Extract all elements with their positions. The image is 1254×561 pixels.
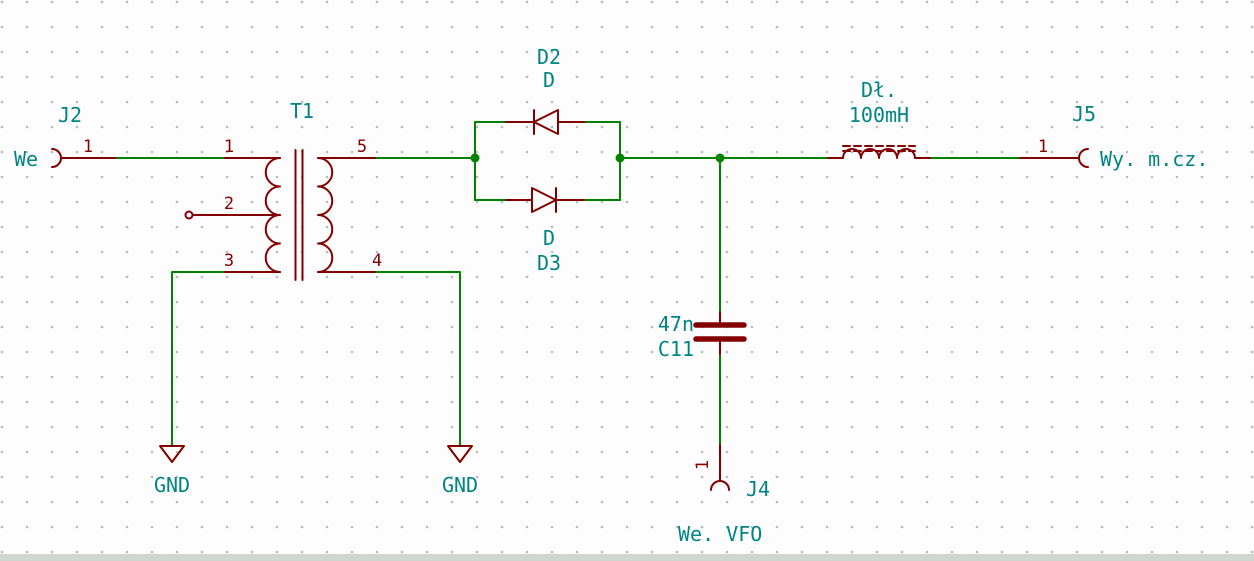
inductor-ref-label[interactable]: Dł. (861, 78, 897, 102)
diode-d2[interactable]: D2 D (505, 45, 585, 135)
d3-ref-label[interactable]: D3 (537, 251, 561, 275)
t1-pin5-number: 5 (357, 137, 367, 157)
gnd-left-label: GND (154, 473, 190, 497)
c11-ref-label[interactable]: C11 (658, 337, 694, 361)
j4-pin-number: 1 (693, 460, 713, 470)
gnd-symbol-left[interactable]: GND (154, 445, 190, 497)
j5-pin-number: 1 (1038, 137, 1048, 157)
bottom-edge-bar (0, 554, 1254, 561)
t1-secondary-coil (317, 157, 334, 273)
connector-j5[interactable]: 1 J5 Wy. m.cz. (1019, 102, 1208, 171)
gnd-symbol-right[interactable]: GND (442, 445, 478, 497)
t1-pin1-number: 1 (224, 137, 234, 157)
j4-ref-label[interactable]: J4 (746, 477, 770, 501)
diode-d3[interactable]: D D3 (505, 187, 585, 275)
wires (114, 121, 1021, 447)
wire-t1-pin4-to-gnd[interactable] (374, 271, 461, 447)
j5-ref-label[interactable]: J5 (1072, 102, 1096, 126)
d2-value-label[interactable]: D (543, 68, 555, 92)
gnd-left-triangle (159, 445, 185, 463)
t1-pin2-number: 2 (224, 194, 234, 214)
d2-ref-label[interactable]: D2 (537, 45, 561, 69)
inductor-dl[interactable]: Dł. 100mH (827, 78, 931, 159)
gnd-right-label: GND (442, 473, 478, 497)
t1-ref-label[interactable]: T1 (290, 99, 314, 123)
j4-net-label[interactable]: We. VFO (678, 522, 762, 546)
connector-j4[interactable]: 1 J4 We. VFO (678, 444, 770, 546)
junction-dot-left[interactable] (470, 153, 480, 163)
junction-dot-mid[interactable] (615, 153, 625, 163)
d3-triangle (531, 187, 557, 213)
t1-pin4-number: 4 (372, 251, 382, 271)
j5-socket-arc (1078, 148, 1089, 168)
j2-ref-label[interactable]: J2 (58, 103, 82, 127)
j2-pin-number: 1 (83, 137, 93, 157)
j5-net-label[interactable]: Wy. m.cz. (1100, 147, 1208, 171)
capacitor-c11[interactable]: 47n C11 (658, 311, 747, 361)
d3-value-label[interactable]: D (543, 226, 555, 250)
transformer-t1[interactable]: 1 2 3 5 4 T1 (184, 99, 383, 281)
connector-j2[interactable]: 1 J2 We (14, 103, 116, 171)
t1-pin3-number: 3 (224, 251, 234, 271)
junction-dot-cap[interactable] (715, 153, 725, 163)
j2-net-label[interactable]: We (14, 147, 38, 171)
gnd-right-triangle (447, 445, 473, 463)
c11-value-label[interactable]: 47n (658, 312, 694, 336)
d2-triangle (533, 109, 559, 135)
inductor-value-label[interactable]: 100mH (849, 103, 909, 127)
wire-t1-pin3-to-gnd[interactable] (171, 271, 226, 447)
t1-pin2-open-end (184, 210, 194, 220)
j4-socket-arc (710, 480, 730, 491)
